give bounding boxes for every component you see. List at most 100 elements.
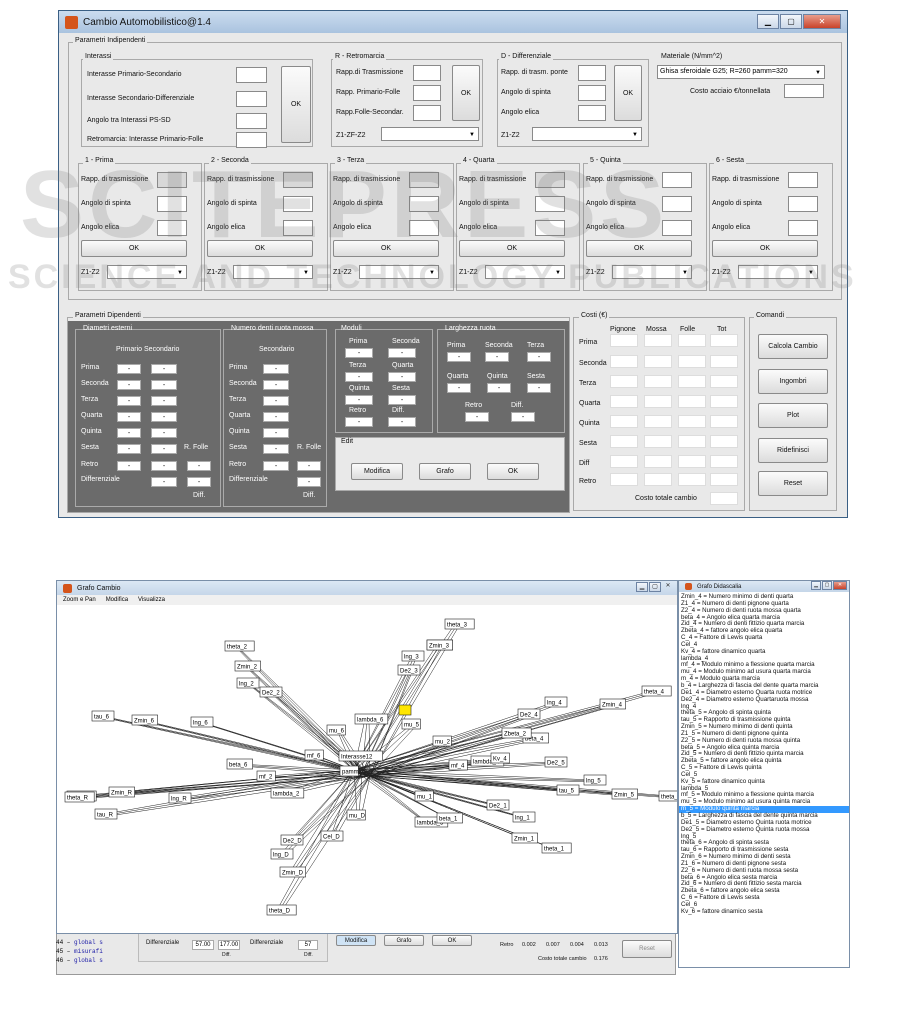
didascalia-item[interactable]: Zmin_5 = Numero minimo di denti quinta: [681, 723, 793, 731]
graph-node[interactable]: [279, 866, 306, 878]
didascalia-item[interactable]: mu_5 = Modulo minimo ad usura quinta mar…: [681, 798, 811, 806]
bg-ok-button[interactable]: OK: [432, 935, 472, 946]
gear-select[interactable]: [612, 265, 692, 279]
bg-modifica-button[interactable]: Modifica: [336, 935, 376, 946]
graph-node[interactable]: [354, 713, 389, 725]
graph-node[interactable]: [401, 650, 425, 662]
plot-button[interactable]: Plot: [758, 403, 828, 428]
gear-ok-button[interactable]: OK: [712, 240, 818, 257]
interassi-input[interactable]: [236, 132, 267, 148]
gear-select[interactable]: [107, 265, 187, 279]
graph-node[interactable]: [397, 664, 421, 676]
didascalia-item[interactable]: C_4 = Fattore di Lewis quarta: [681, 634, 763, 642]
graph-canvas[interactable]: theta_4Zmin_4lng_4De2_4theta_2Zmin_2lng_…: [57, 605, 677, 933]
didascalia-item[interactable]: Z2_4 = Numero di denti ruota mossa quart…: [681, 606, 801, 614]
didascalia-item[interactable]: Z1_6 = Numero di denti pignone sesta: [681, 859, 787, 867]
grafo-button[interactable]: Grafo: [419, 463, 471, 480]
graph-node[interactable]: [544, 756, 568, 768]
retro-input[interactable]: [413, 65, 441, 81]
gear-ok-button[interactable]: OK: [459, 240, 565, 257]
didascalia-item[interactable]: theta_6 = Angolo di spinta sesta: [681, 839, 769, 847]
gear-input[interactable]: [283, 172, 313, 188]
didascalia-item[interactable]: Zid_5 = Numero di denti fittizio quinta …: [681, 750, 804, 758]
graph-node[interactable]: [517, 708, 541, 720]
gear-input[interactable]: [157, 172, 187, 188]
didascalia-item[interactable]: Zid_6 = Numero di denti fittizio sesta m…: [681, 880, 802, 888]
costo-acciaio-input[interactable]: [784, 84, 824, 98]
graph-node[interactable]: [432, 735, 452, 747]
graph-node[interactable]: [270, 787, 305, 799]
diff-ok-button[interactable]: OK: [614, 65, 642, 121]
graph-node[interactable]: [556, 784, 580, 796]
graph-node-selected[interactable]: [398, 704, 412, 716]
gear-input[interactable]: [535, 196, 565, 212]
gear-select[interactable]: [738, 265, 818, 279]
graph-node[interactable]: [490, 752, 510, 764]
gear-ok-button[interactable]: OK: [81, 240, 187, 257]
graph-node[interactable]: [270, 848, 294, 860]
gear-input[interactable]: [662, 196, 692, 212]
graph-node[interactable]: [266, 904, 297, 916]
diff-input[interactable]: [578, 105, 606, 121]
didascalia-item[interactable]: Zmin_4 = Numero minimo di denti quarta: [681, 593, 794, 600]
didascalia-item[interactable]: mf_4 = Modulo minimo a flessione quarta …: [681, 661, 815, 669]
graph-node[interactable]: [641, 685, 672, 697]
gear-input[interactable]: [409, 172, 439, 188]
didascalia-item[interactable]: m_5 = Modulo quinta marcia: [679, 805, 849, 813]
minimize-button[interactable]: ▁: [757, 14, 779, 29]
didascalia-item[interactable]: Cel_6: [681, 900, 698, 908]
ingombri-button[interactable]: Ingombri: [758, 369, 828, 394]
graph-node[interactable]: [168, 792, 192, 804]
gear-input[interactable]: [788, 196, 818, 212]
gear-input[interactable]: [662, 220, 692, 236]
graph-node[interactable]: [236, 677, 260, 689]
graph-node[interactable]: [94, 808, 118, 820]
graph-node[interactable]: [339, 765, 359, 777]
menu-modifica[interactable]: Modifica: [105, 597, 129, 603]
retro-input[interactable]: [413, 85, 441, 101]
interassi-input[interactable]: [236, 67, 267, 83]
gear-ok-button[interactable]: OK: [586, 240, 692, 257]
minimize-button[interactable]: ▁: [636, 582, 648, 592]
graph-node[interactable]: [511, 832, 538, 844]
didascalia-item[interactable]: Z1_5 = Numero di denti pignone quinta: [681, 729, 789, 737]
didascalia-item[interactable]: Zbeta_6 = fattore angolo elica sesta: [681, 887, 780, 895]
calcola-cambio-button[interactable]: Calcola Cambio: [758, 334, 828, 359]
didascalia-item[interactable]: Z2_6 = Numero di denti ruota mossa sesta: [681, 866, 799, 874]
ridefinisci-button[interactable]: Ridefinisci: [758, 438, 828, 463]
gear-ok-button[interactable]: OK: [207, 240, 313, 257]
gear-input[interactable]: [662, 172, 692, 188]
diff-input[interactable]: [578, 65, 606, 81]
edit-ok-button[interactable]: OK: [487, 463, 539, 480]
retro-select[interactable]: [381, 127, 479, 141]
gear-input[interactable]: [409, 196, 439, 212]
graph-node[interactable]: [259, 686, 283, 698]
didascalia-item[interactable]: C_6 = Fattore di Lewis sesta: [681, 894, 760, 902]
gear-ok-button[interactable]: OK: [333, 240, 439, 257]
didascalia-item[interactable]: Zid_4 = Numero di denti fittizio quarta …: [681, 620, 805, 628]
graph-node[interactable]: [414, 790, 434, 802]
didascalia-item[interactable]: De1_4 = Diametro esterno Quarta ruota mo…: [681, 688, 813, 696]
retro-ok-button[interactable]: OK: [452, 65, 480, 121]
gear-input[interactable]: [535, 220, 565, 236]
didascalia-item[interactable]: Zmin_6 = Numero minimo di denti sesta: [681, 853, 791, 861]
maximize-button[interactable]: ▢: [649, 582, 661, 592]
diff-input[interactable]: [578, 85, 606, 101]
graph-node[interactable]: [108, 786, 135, 798]
graph-node[interactable]: [91, 710, 115, 722]
didascalia-item[interactable]: Zbeta_5 = fattore angolo elica quinta: [681, 757, 782, 765]
didascalia-item[interactable]: C_5 = Fattore di Lewis quinta: [681, 764, 762, 772]
retro-input[interactable]: [413, 105, 441, 121]
didascalia-item[interactable]: tau_5 = Rapporto di trasmissione quinta: [681, 716, 791, 724]
bg-grafo-button[interactable]: Grafo: [384, 935, 424, 946]
graph-node[interactable]: [256, 770, 276, 782]
graph-node[interactable]: [444, 618, 475, 630]
graph-node[interactable]: [501, 727, 532, 739]
graph-node[interactable]: [544, 696, 568, 708]
didascalia-item[interactable]: De2_4 = Diametro esterno Quartaruota mos…: [681, 695, 809, 703]
graph-node[interactable]: [541, 842, 572, 854]
didascalia-item[interactable]: b_4 = Larghezza di fascia del dente quar…: [681, 681, 819, 689]
didascalia-item[interactable]: Cel_5: [681, 770, 698, 778]
didascalia-item[interactable]: Kv_5 = fattore dinamico quinta: [681, 777, 765, 785]
